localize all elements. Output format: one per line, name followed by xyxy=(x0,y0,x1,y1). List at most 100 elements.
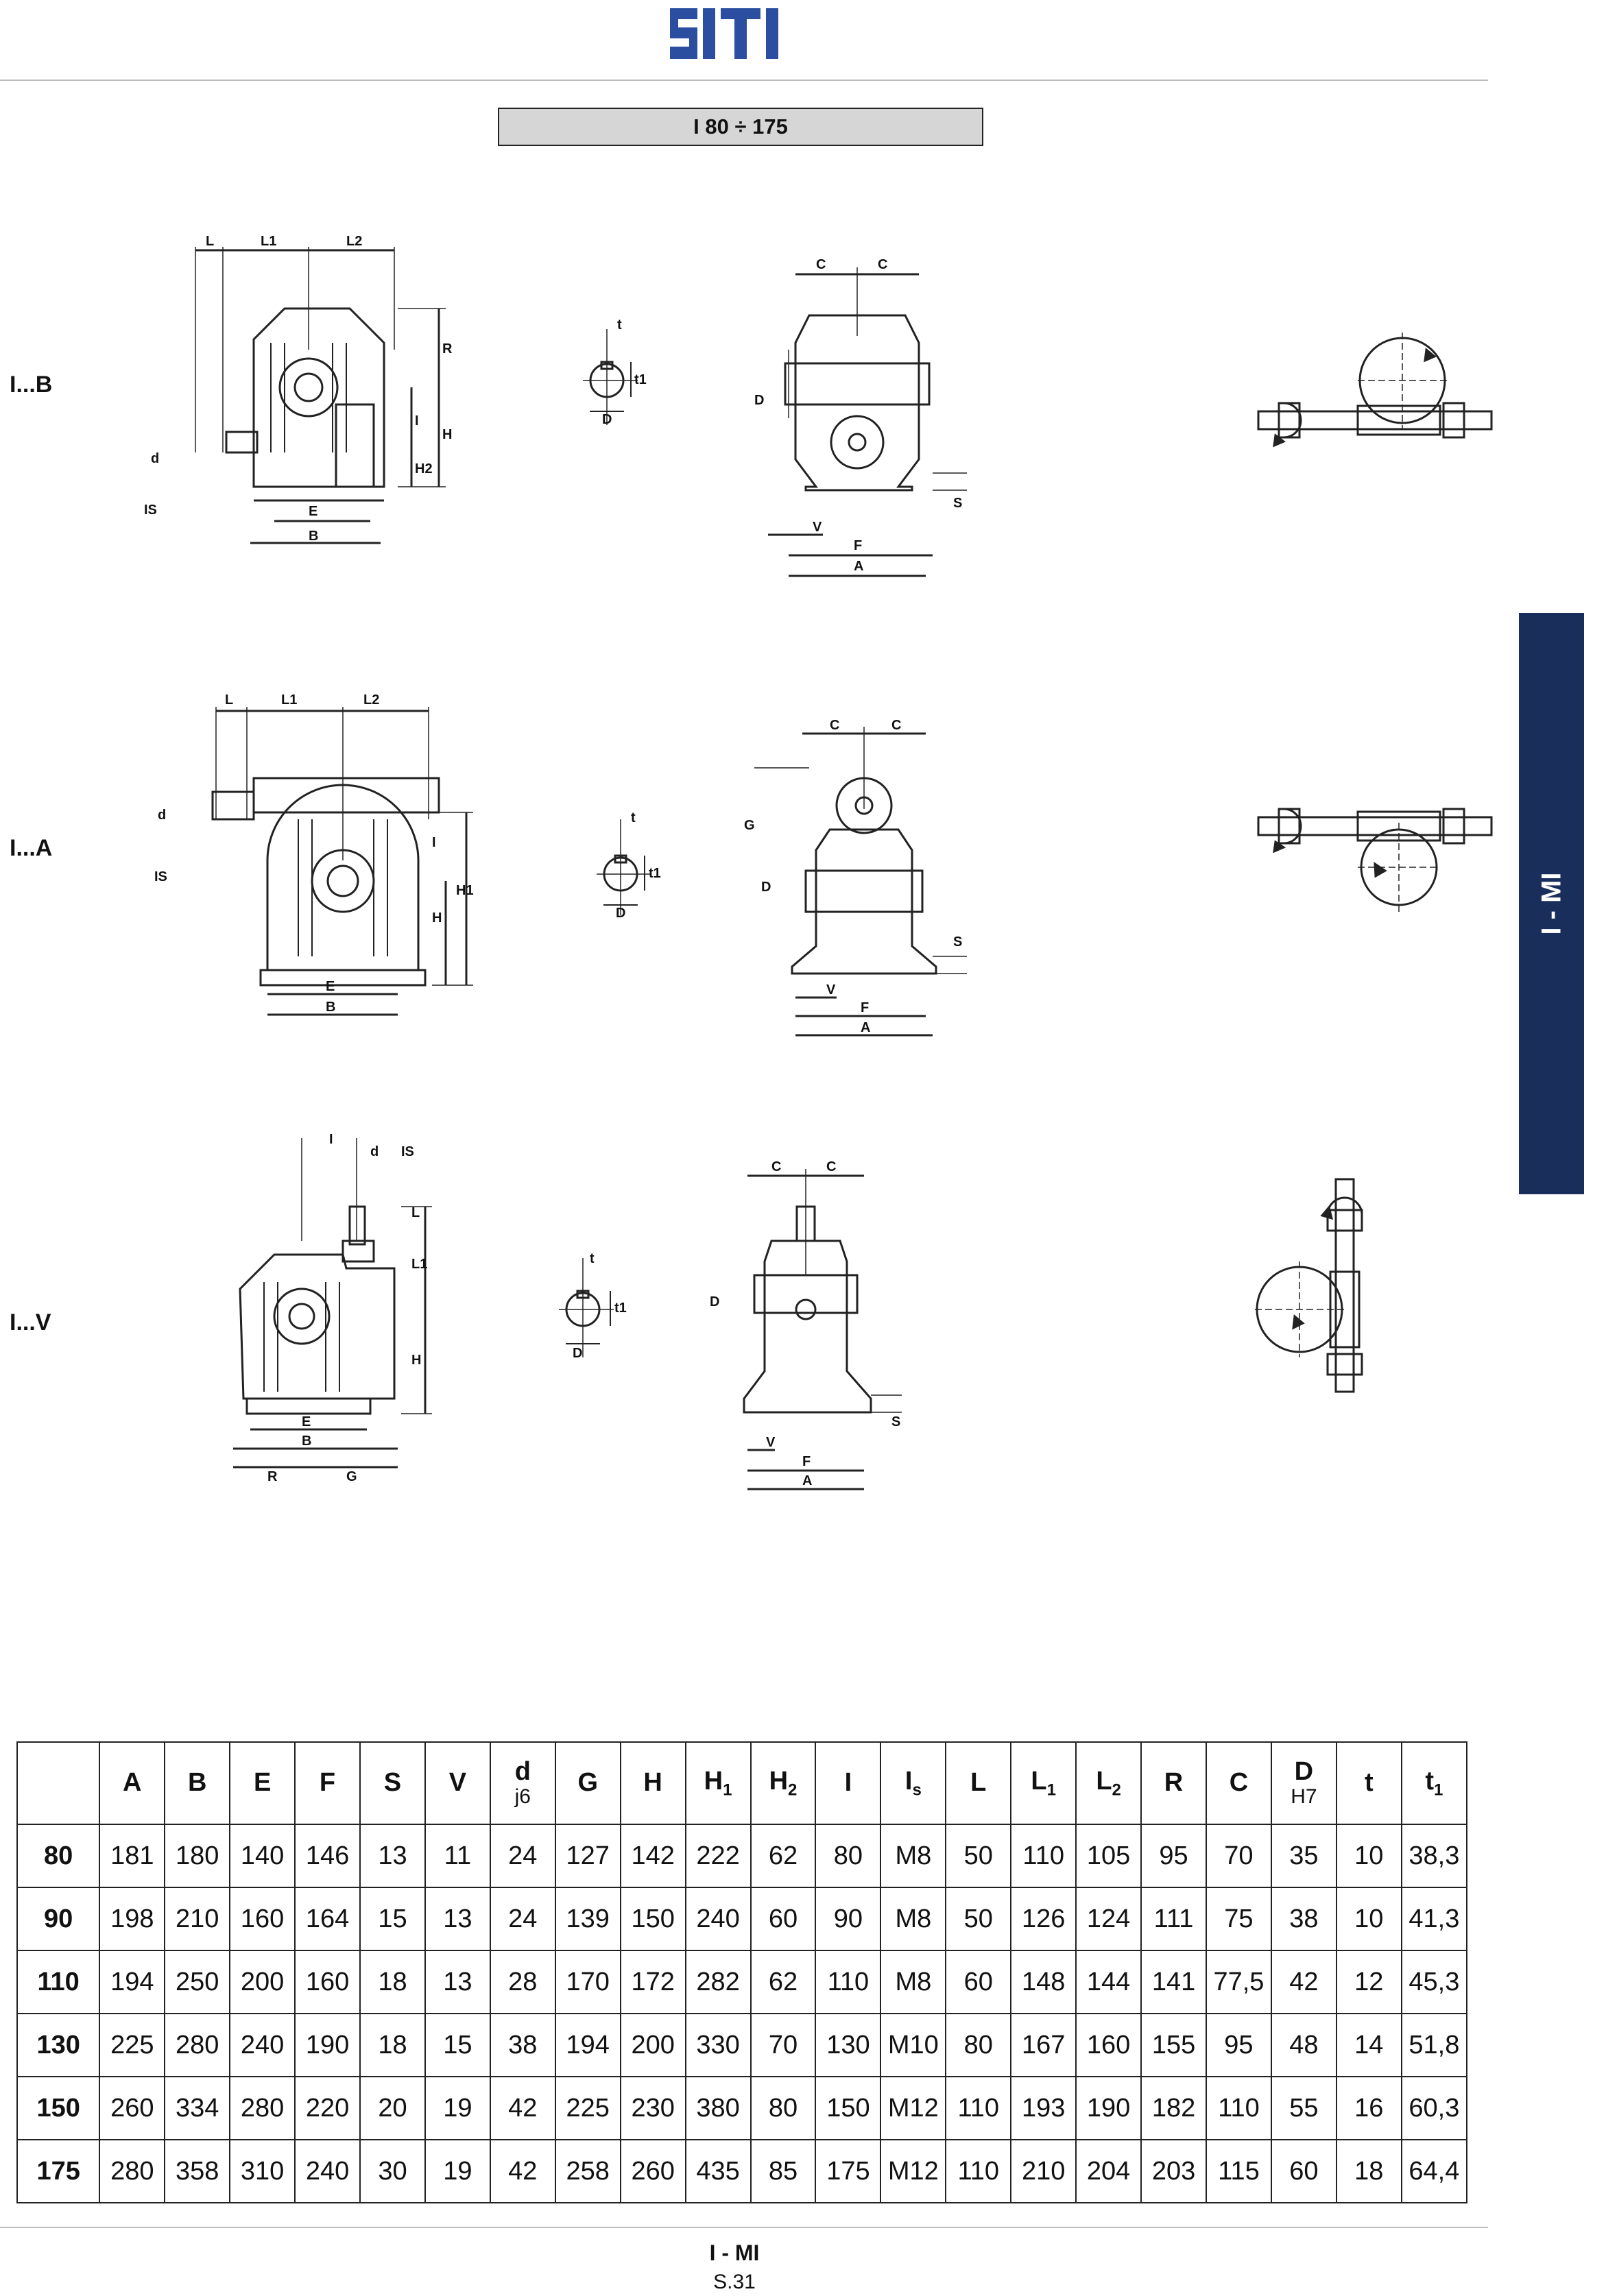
shaft-key-detail-a: t t1 D xyxy=(597,810,661,921)
table-cell: 203 xyxy=(1140,2139,1207,2203)
table-cell: 280 xyxy=(164,2013,231,2077)
table-header-cell: V xyxy=(424,1741,491,1825)
table-cell: 16 xyxy=(1335,2076,1402,2140)
table-header-cell: H1 xyxy=(684,1741,752,1825)
rotation-schematic-b xyxy=(1257,333,1493,448)
svg-text:C: C xyxy=(830,718,839,733)
table-cell: 30 xyxy=(359,2139,426,2203)
table-cell: 80 xyxy=(750,2076,817,2140)
table-cell: 13 xyxy=(424,1950,491,2014)
table-header-cell: Is xyxy=(880,1741,947,1825)
svg-text:V: V xyxy=(813,520,822,535)
shaft-key-detail-b: t t1 D xyxy=(583,317,647,427)
table-cell: 204 xyxy=(1075,2139,1142,2203)
svg-text:S: S xyxy=(953,496,962,511)
table-header-cell: I xyxy=(815,1741,882,1825)
page-number: S.31 xyxy=(713,2271,756,2293)
table-cell: 150 xyxy=(619,1887,686,1951)
table-cell: 150 xyxy=(815,2076,882,2140)
table-cell: 220 xyxy=(294,2076,361,2140)
svg-text:L2: L2 xyxy=(363,692,379,708)
table-cell: 160 xyxy=(229,1887,296,1951)
table-cell: 15 xyxy=(424,2013,491,2077)
table-cell: 110 xyxy=(1010,1824,1077,1888)
svg-text:B: B xyxy=(309,529,318,544)
svg-text:IS: IS xyxy=(401,1144,414,1159)
table-cell: 75 xyxy=(1205,1887,1272,1951)
svg-text:H: H xyxy=(442,427,452,442)
table-cell: 115 xyxy=(1205,2139,1272,2203)
table-cell: 142 xyxy=(619,1824,686,1888)
svg-text:D: D xyxy=(616,906,625,921)
table-cell: 435 xyxy=(684,2139,752,2203)
svg-text:L: L xyxy=(206,234,214,249)
svg-text:E: E xyxy=(309,504,317,519)
svg-text:t1: t1 xyxy=(634,372,647,387)
view-label-b: I...B xyxy=(10,372,53,398)
svg-text:F: F xyxy=(802,1454,811,1469)
table-cell: 160 xyxy=(294,1950,361,2014)
table-cell: 380 xyxy=(684,2076,752,2140)
table-cell: 11 xyxy=(424,1824,491,1888)
gearbox-side-view-v: C C D V F A S xyxy=(710,1159,902,1490)
table-header-cell: t xyxy=(1335,1741,1402,1825)
table-cell: 144 xyxy=(1075,1950,1142,2014)
svg-text:t: t xyxy=(631,810,636,825)
table-cell: 190 xyxy=(294,2013,361,2077)
table-cell: 28 xyxy=(489,1950,556,2014)
table-cell: 190 xyxy=(1075,2076,1142,2140)
table-header-cell: H2 xyxy=(750,1741,817,1825)
table-cell: 146 xyxy=(294,1824,361,1888)
table-cell: 240 xyxy=(294,2139,361,2203)
svg-text:I: I xyxy=(415,413,419,428)
table-cell: 250 xyxy=(164,1950,231,2014)
svg-text:D: D xyxy=(754,393,764,408)
svg-text:D: D xyxy=(602,412,612,427)
table-cell: 41,3 xyxy=(1400,1887,1468,1951)
footer-rule xyxy=(0,2227,1488,2228)
svg-text:C: C xyxy=(826,1159,836,1174)
table-header-cell: G xyxy=(554,1741,621,1825)
size-cell: 90 xyxy=(16,1887,101,1951)
svg-text:L: L xyxy=(411,1205,420,1220)
svg-text:L2: L2 xyxy=(346,234,362,249)
table-cell: 38 xyxy=(489,2013,556,2077)
svg-text:F: F xyxy=(854,538,862,553)
table-header-cell: L1 xyxy=(1010,1741,1077,1825)
table-header-cell: E xyxy=(229,1741,296,1825)
table-cell: 10 xyxy=(1335,1824,1402,1888)
size-cell: 150 xyxy=(16,2076,101,2140)
table-cell: 42 xyxy=(1270,1950,1337,2014)
table-cell: 24 xyxy=(489,1887,556,1951)
table-cell: 139 xyxy=(554,1887,621,1951)
table-cell: 14 xyxy=(1335,2013,1402,2077)
table-cell: 181 xyxy=(99,1824,166,1888)
table-cell: 148 xyxy=(1010,1950,1077,2014)
table-header-cell xyxy=(16,1741,101,1825)
table-cell: 12 xyxy=(1335,1950,1402,2014)
table-cell: 62 xyxy=(750,1824,817,1888)
svg-text:G: G xyxy=(346,1469,357,1484)
table-cell: 334 xyxy=(164,2076,231,2140)
rotation-schematic-v xyxy=(1255,1178,1363,1393)
table-cell: 90 xyxy=(815,1887,882,1951)
page-title: I 80 ÷ 175 xyxy=(498,108,983,146)
table-header-cell: B xyxy=(164,1741,231,1825)
table-cell: M12 xyxy=(880,2076,947,2140)
table-cell: 210 xyxy=(1010,2139,1077,2203)
table-header-cell: L2 xyxy=(1075,1741,1142,1825)
table-cell: 280 xyxy=(99,2139,166,2203)
svg-text:D: D xyxy=(573,1346,582,1361)
table-cell: 80 xyxy=(945,2013,1012,2077)
table-cell: 38,3 xyxy=(1400,1824,1468,1888)
table-cell: 60 xyxy=(1270,2139,1337,2203)
svg-text:t1: t1 xyxy=(614,1301,627,1316)
view-label-v: I...V xyxy=(10,1309,51,1336)
gearbox-front-view-v: I d IS E B R G L L1 H xyxy=(233,1132,432,1484)
table-cell: 110 xyxy=(945,2139,1012,2203)
svg-text:L1: L1 xyxy=(281,692,297,708)
